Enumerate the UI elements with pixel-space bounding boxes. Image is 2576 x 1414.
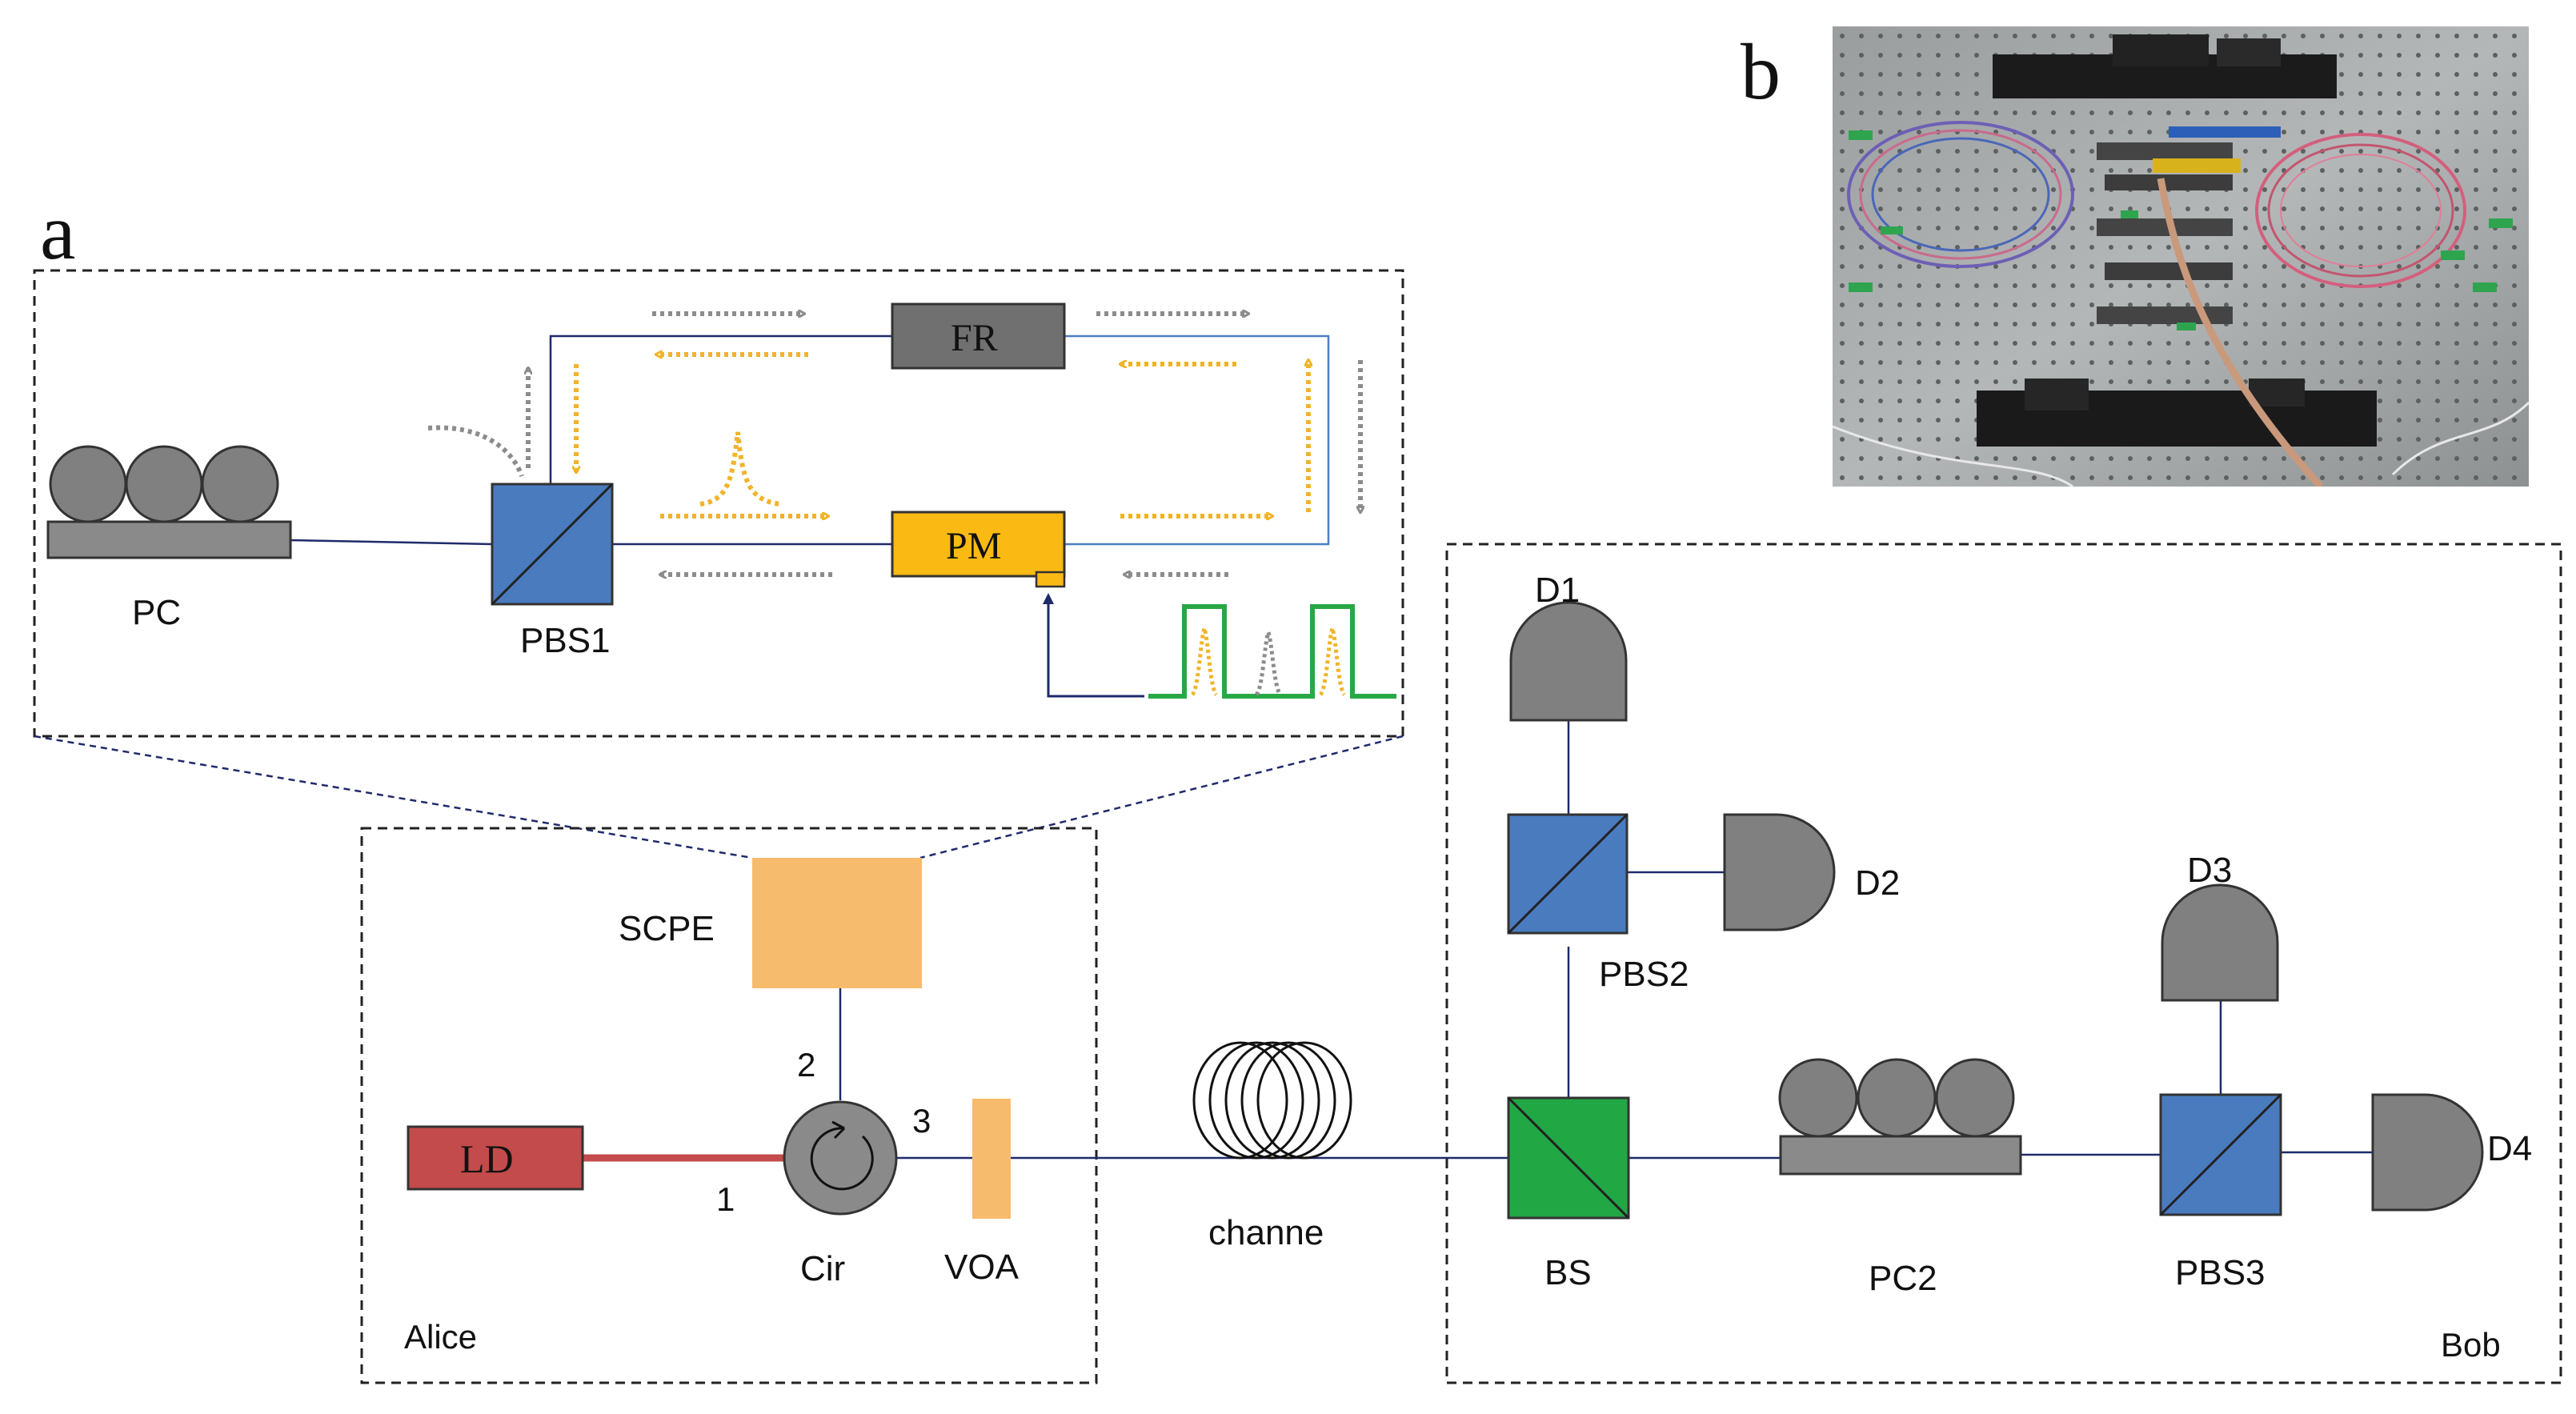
pc2-label: PC2 bbox=[1869, 1259, 1937, 1298]
pbs3-label: PBS3 bbox=[2175, 1253, 2266, 1292]
bob-label: Bob bbox=[2441, 1326, 2501, 1364]
bs-label: BS bbox=[1544, 1253, 1592, 1292]
detector-d3 bbox=[2161, 883, 2279, 1002]
circulator bbox=[783, 1100, 898, 1216]
orange-arrows bbox=[576, 355, 1308, 516]
pm-drive-line bbox=[1043, 593, 1144, 698]
pbs2-label: PBS2 bbox=[1599, 955, 1689, 994]
pc2 bbox=[1778, 1058, 2022, 1176]
ld-label: LD bbox=[460, 1136, 514, 1181]
fr-box bbox=[891, 302, 1066, 370]
inset-fiber bbox=[287, 334, 1330, 546]
lab-photo bbox=[1833, 26, 2529, 487]
alice-label: Alice bbox=[404, 1318, 477, 1356]
channel-label: channe bbox=[1208, 1213, 1324, 1252]
d2-label: D2 bbox=[1855, 863, 1900, 903]
port-1-label: 1 bbox=[716, 1180, 735, 1218]
pm-box bbox=[891, 511, 1066, 578]
pulse-train bbox=[1148, 604, 1396, 699]
inset-pc-label: PC bbox=[132, 593, 181, 632]
pbs1-cube bbox=[491, 483, 614, 606]
pbs2-cube bbox=[1507, 813, 1629, 935]
pm-port bbox=[1035, 571, 1066, 588]
detector-d2 bbox=[1723, 813, 1836, 931]
detector-d4 bbox=[2371, 1093, 2484, 1212]
voa-label: VOA bbox=[944, 1248, 1020, 1287]
lab-photo-drawing bbox=[1833, 26, 2529, 487]
bs-cube bbox=[1507, 1096, 1630, 1220]
d3-label: D3 bbox=[2187, 851, 2232, 890]
fiber-spool bbox=[1192, 1041, 1352, 1160]
voa-box bbox=[972, 1099, 1011, 1219]
scpe-box bbox=[752, 858, 922, 988]
pm-label: PM bbox=[946, 525, 1001, 567]
ld-box bbox=[407, 1125, 584, 1191]
zoom-line-right bbox=[919, 735, 1404, 859]
panel-a-label: a bbox=[40, 187, 76, 276]
inset-box bbox=[33, 269, 1404, 738]
gray-arrows bbox=[427, 314, 1360, 575]
port-2-label: 2 bbox=[797, 1046, 815, 1084]
fr-label: FR bbox=[951, 317, 998, 359]
zoom-line-left bbox=[34, 735, 753, 859]
pbs3-cube bbox=[2159, 1093, 2282, 1216]
d1-label: D1 bbox=[1535, 571, 1580, 610]
cir-label: Cir bbox=[800, 1249, 845, 1288]
pbs1-label: PBS1 bbox=[520, 621, 611, 660]
bob-fibers bbox=[1567, 720, 2373, 1160]
panel-b-label: b bbox=[1741, 27, 1781, 116]
d4-label: D4 bbox=[2487, 1129, 2532, 1168]
detector-d1 bbox=[1509, 601, 1628, 722]
alice-box bbox=[360, 827, 1098, 1384]
scpe-label: SCPE bbox=[619, 909, 715, 948]
port-3-label: 3 bbox=[912, 1102, 931, 1140]
inset-pc bbox=[46, 445, 292, 559]
